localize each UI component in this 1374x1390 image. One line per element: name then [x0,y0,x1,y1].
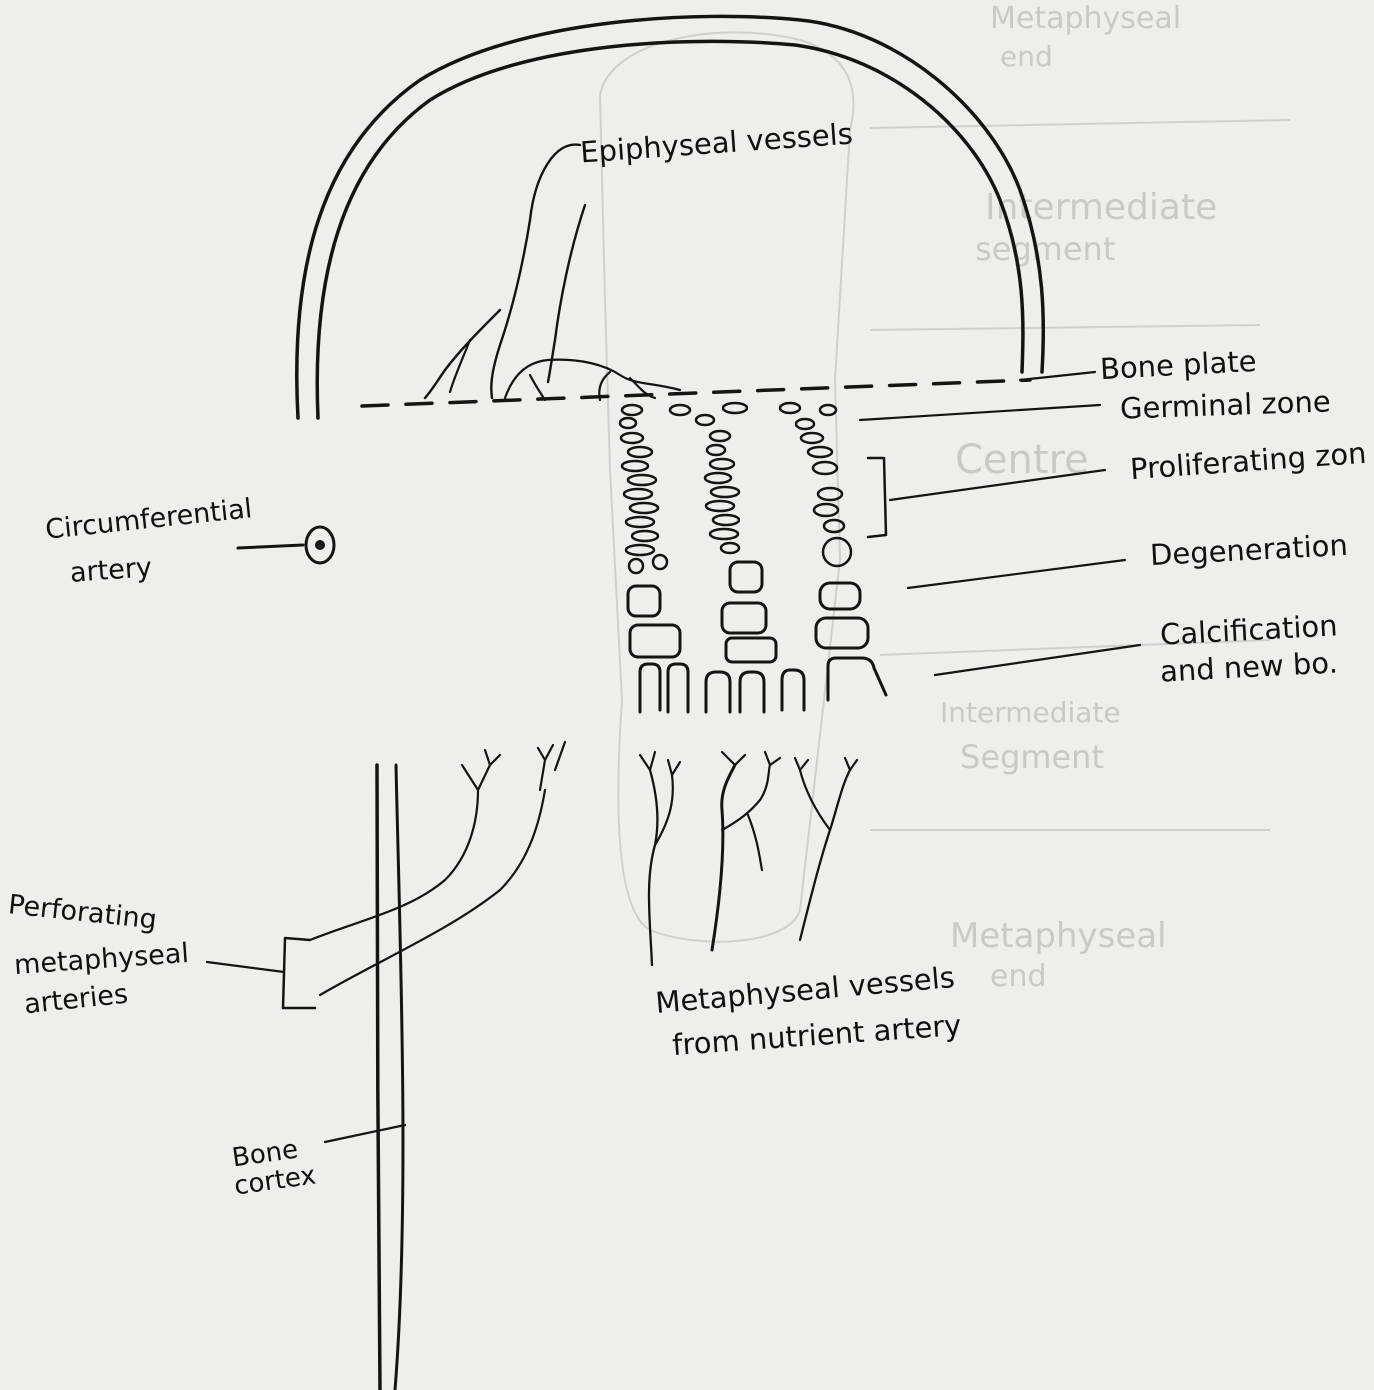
perforating-branches [462,742,565,790]
metaphyseal-vessel-2-branches [722,752,780,870]
metaphyseal-vessel-1-branches [640,752,680,845]
epiphyseal-vessel-branch [450,340,470,392]
epiphysis-inner-arch [317,41,1023,418]
chondrocyte-column-2 [670,405,804,712]
circumferential-artery-leader [238,545,303,548]
bone-cortex-line-left [377,765,380,1390]
bone-cortex-leader [325,1125,405,1142]
epiphyseal-vessel-branch [425,310,500,398]
bone-plate-leader [1020,372,1095,380]
perforating-artery-lower [320,790,545,995]
perforating-artery-upper [310,790,478,940]
metaphyseal-vessel-1 [649,770,658,965]
bone-plate-dashed-line [362,380,1030,406]
epiphysis-outer-arch [297,16,1044,418]
epiphyseal-vessel-branch [530,375,545,400]
proliferating-zone-leader [890,470,1105,500]
epiphyseal-vessel-branch [548,360,680,390]
metaphyseal-vessel-3-branches [795,758,857,830]
perforating-arteries-leader [207,962,284,972]
circumferential-artery-lumen [315,540,325,550]
degeneration-leader [908,560,1125,588]
circumferential-artery-label-line2: artery [69,553,153,588]
metaphyseal-vessel-2 [712,765,735,950]
germinal-zone-leader [860,405,1100,420]
epiphyseal-vessel-branch [505,360,548,398]
chondrocyte-column-1 [620,405,688,712]
bone-cortex-line-right [395,765,403,1390]
epiphyseal-vessel-second [548,205,585,382]
metaphyseal-vessel-3 [800,770,850,940]
chondrocyte-column-3 [723,403,886,700]
perforating-arteries-bracket [283,938,315,1008]
proliferating-zone-bracket [868,458,886,537]
